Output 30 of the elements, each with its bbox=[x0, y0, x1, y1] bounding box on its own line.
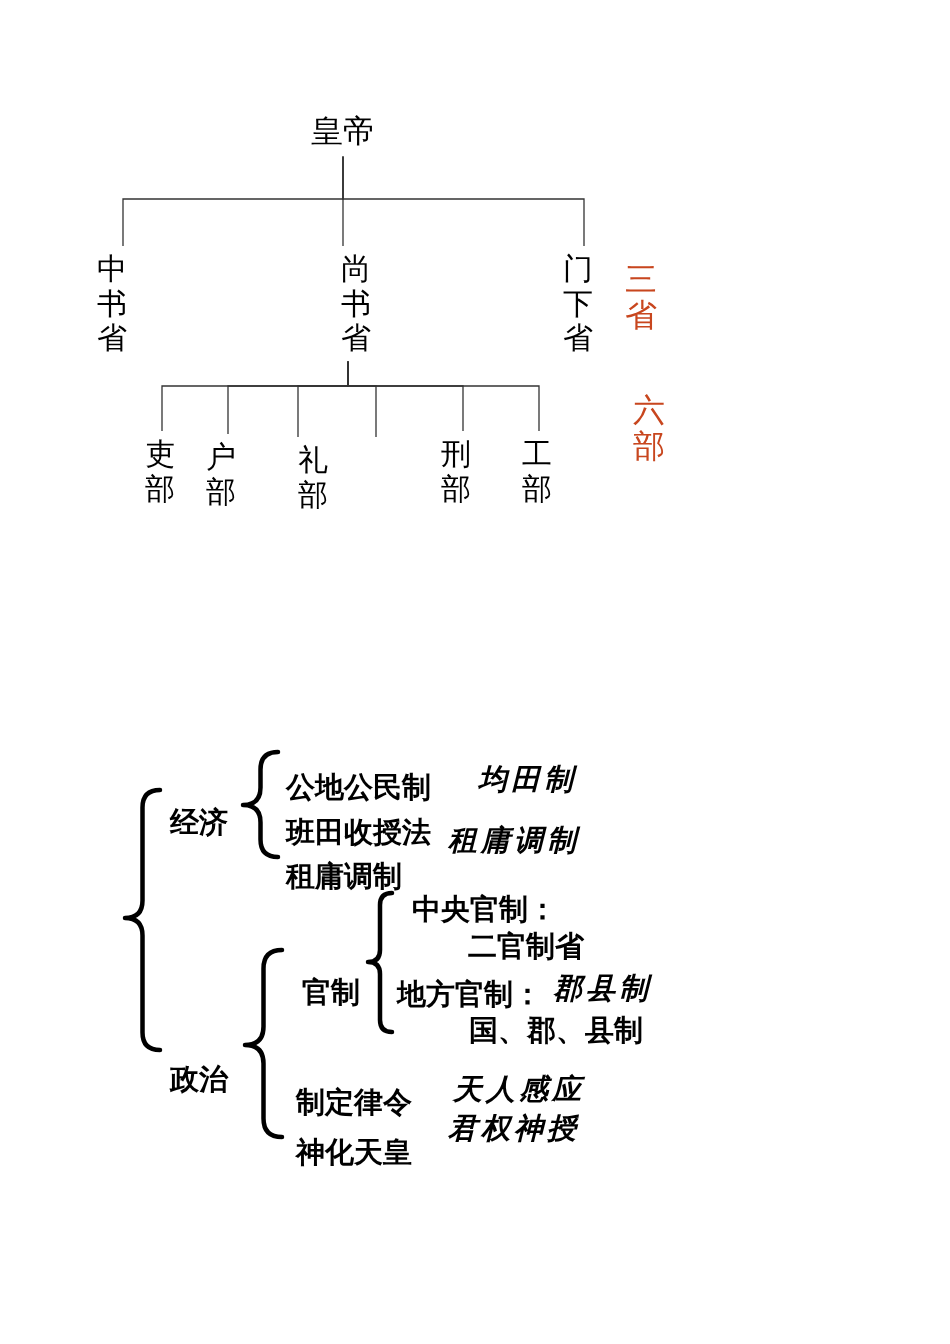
calligraphy-text: 君权神授 bbox=[448, 1112, 580, 1146]
list-item-text: 制定律令 bbox=[296, 1086, 412, 1120]
connector-line bbox=[347, 360, 540, 432]
list-item-text: 地方官制： bbox=[397, 978, 542, 1012]
list-item-text: 租庸调制 bbox=[286, 860, 402, 894]
calligraphy-text: 均田制 bbox=[478, 763, 577, 797]
annotation-label: 六部 bbox=[633, 393, 665, 465]
tree-node-text: 尚书省 bbox=[335, 246, 377, 362]
tree-node-text: 礼部 bbox=[292, 437, 334, 518]
calligraphy-text: 租庸调制 bbox=[448, 824, 580, 858]
tree-node-text: 门下省 bbox=[557, 246, 599, 362]
tree-node-text: 刑部 bbox=[435, 431, 477, 512]
list-item-text: 二官制省 bbox=[468, 930, 584, 964]
category-label: 官制 bbox=[302, 976, 360, 1010]
connector-line bbox=[342, 155, 585, 247]
calligraphy-text: 郡县制 bbox=[553, 972, 652, 1006]
tree-node-text: 皇帝 bbox=[305, 106, 381, 157]
tree-node-text: 户部 bbox=[200, 434, 242, 515]
category-label: 政治 bbox=[170, 1063, 228, 1097]
category-label: 经济 bbox=[170, 806, 228, 840]
tree-node-text: 中书省 bbox=[91, 246, 133, 362]
list-item-text: 神化天皇 bbox=[296, 1136, 412, 1170]
list-item-text: 国、郡、县制 bbox=[469, 1014, 643, 1048]
annotation-label: 三省 bbox=[625, 262, 657, 334]
list-item-text: 公地公民制 bbox=[286, 771, 431, 805]
list-item-text: 班田收授法 bbox=[286, 816, 431, 850]
tree-node-text: 吏部 bbox=[139, 431, 181, 512]
list-item-text: 中央官制： bbox=[412, 893, 557, 927]
calligraphy-text: 天人感应 bbox=[453, 1073, 585, 1107]
tree-node-text: 工部 bbox=[516, 431, 558, 512]
